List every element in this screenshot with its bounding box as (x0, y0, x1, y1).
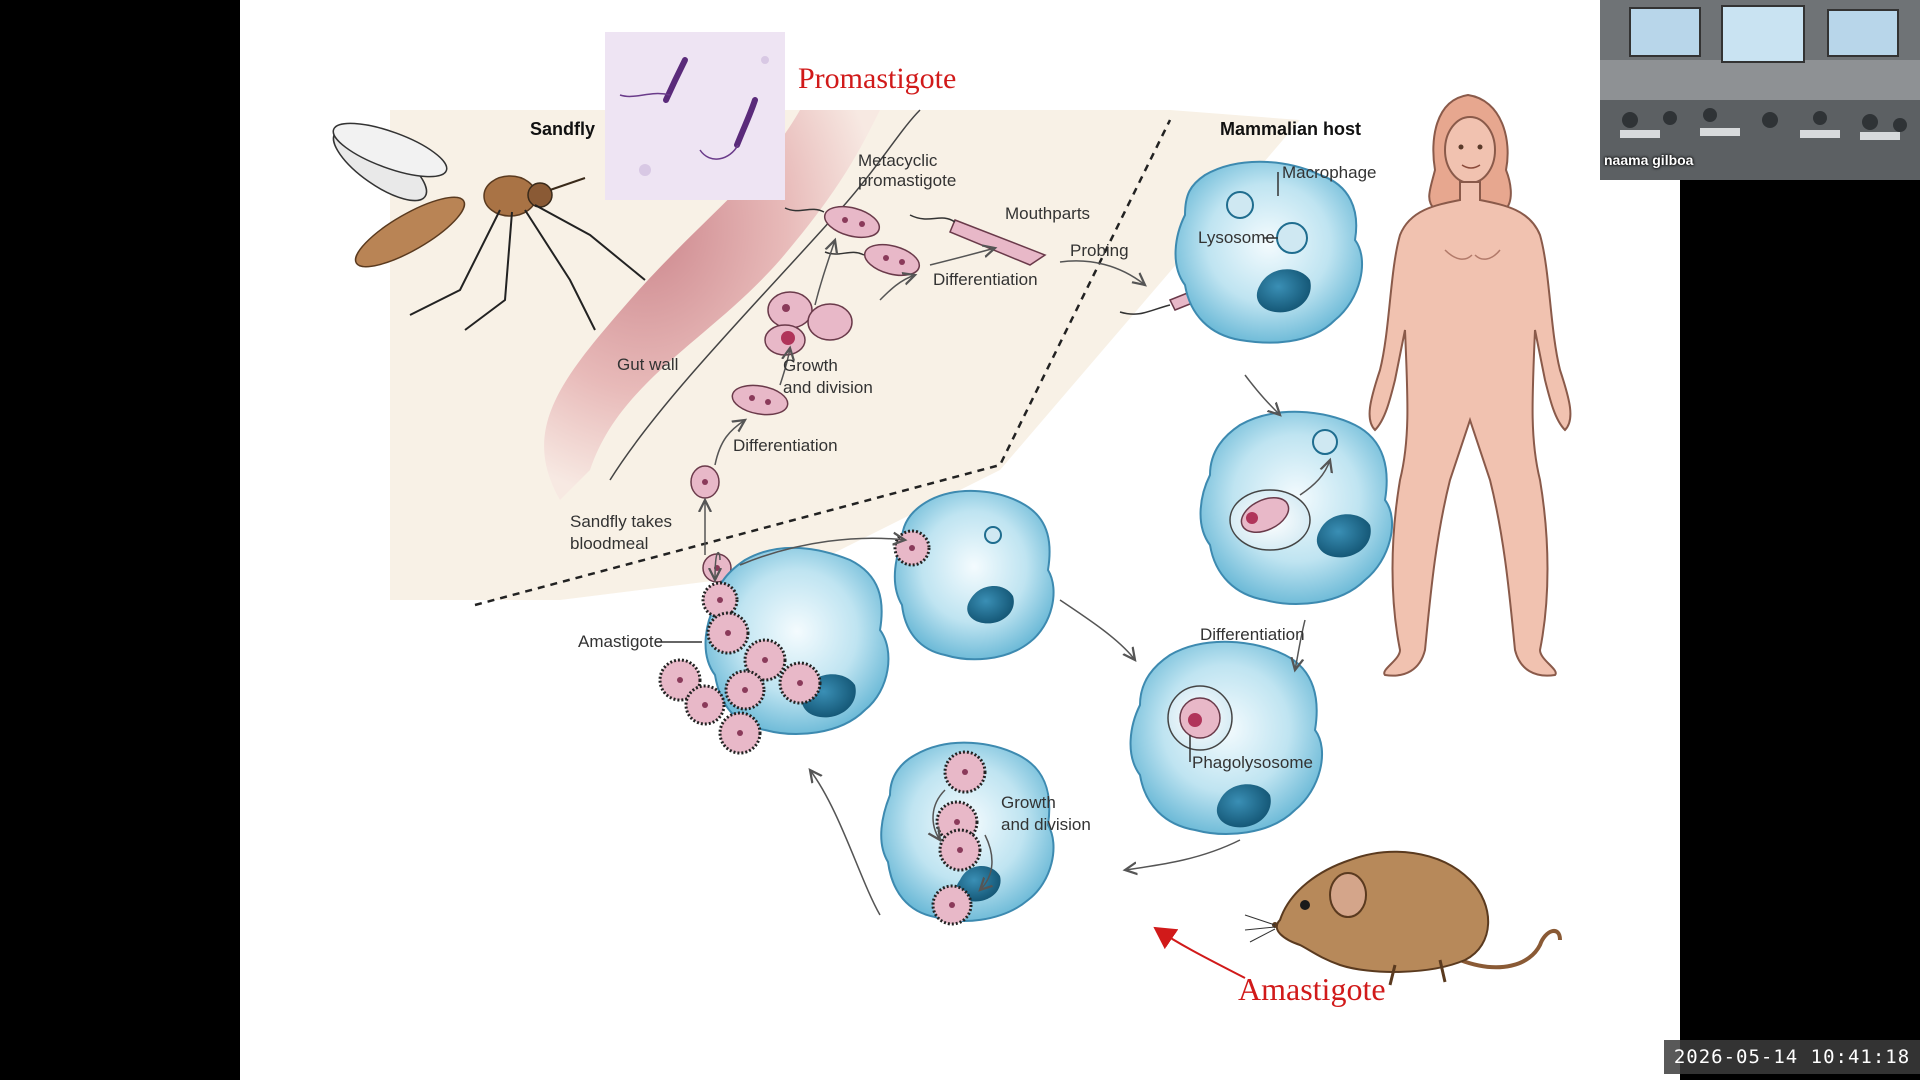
participant-name: naama gilboa (1604, 152, 1693, 168)
lysosome-label: Lysosome (1198, 228, 1275, 247)
bloodmeal-label-1: Sandfly takes (570, 512, 672, 531)
growth-bottom-label-1: Growth (1001, 793, 1056, 812)
bloodmeal-label-2: bloodmeal (570, 534, 648, 553)
recording-timestamp: 2026-05-14 10:41:18 (1664, 1040, 1920, 1074)
presentation-slide: Promastigote Sandfly (240, 0, 1680, 1080)
probing-label: Probing (1070, 241, 1129, 260)
metacyclic-label-1: Metacyclic (858, 151, 938, 170)
human-figure (1370, 95, 1571, 676)
phagolysosome-label: Phagolysosome (1192, 753, 1313, 772)
growth-bottom-label-2: and division (1001, 815, 1091, 834)
mammalian-host-header: Mammalian host (1220, 119, 1361, 139)
differentiation-right-label: Differentiation (1200, 625, 1305, 644)
leishmania-lifecycle-diagram: Promastigote Sandfly (240, 0, 1680, 1080)
participant-video-tile[interactable]: naama gilboa (1600, 0, 1920, 180)
amastigote-title: Amastigote (1238, 971, 1386, 1007)
mouthparts-label: Mouthparts (1005, 204, 1090, 223)
differentiation-mid-label: Differentiation (733, 436, 838, 455)
amastigote-cell-label: Amastigote (578, 632, 663, 651)
growth-label-1: Growth (783, 356, 838, 375)
macrophage-label: Macrophage (1282, 163, 1377, 182)
metacyclic-label-2: promastigote (858, 171, 956, 190)
promastigote-micrograph (605, 32, 785, 200)
differentiation-top-label: Differentiation (933, 270, 1038, 289)
gut-wall-label: Gut wall (617, 355, 678, 374)
growth-label-2: and division (783, 378, 873, 397)
promastigote-title: Promastigote (798, 62, 956, 95)
sandfly-header: Sandfly (530, 119, 595, 139)
mouse-illustration (1245, 852, 1560, 985)
